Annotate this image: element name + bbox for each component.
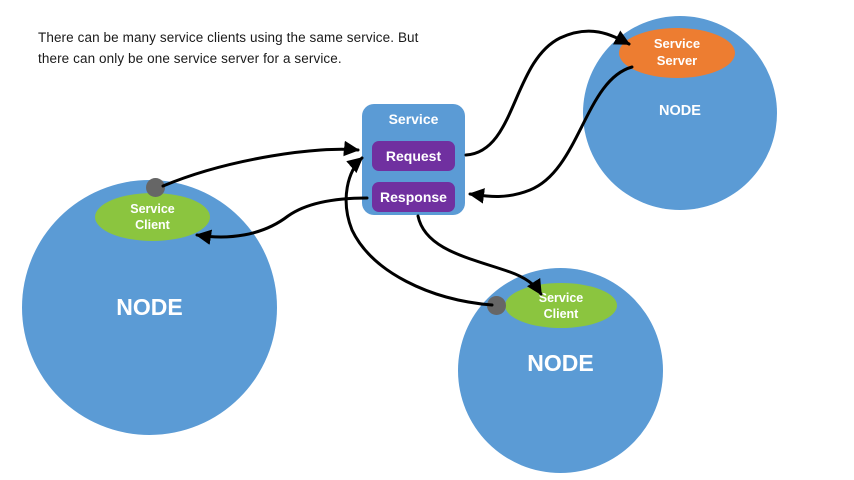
service-server-label-line-1: Service xyxy=(653,36,701,52)
bottom-client-port-dot[interactable] xyxy=(487,296,506,315)
left-service-client-label-line-2: Client xyxy=(135,218,170,232)
service-server-label-line-2: Server xyxy=(656,53,698,68)
bottom-service-client-label-line-1: Service xyxy=(538,290,584,305)
left-client-port-dot[interactable] xyxy=(146,178,165,197)
arrow-left-client-to-request xyxy=(161,140,360,188)
service-title: Service xyxy=(388,111,439,127)
service-server-ellipse[interactable]: Service Server xyxy=(619,28,735,78)
left-client-node-label: NODE xyxy=(116,294,183,320)
server-node-label: NODE xyxy=(659,103,701,119)
bottom-service-client-label-line-2: Client xyxy=(543,306,579,321)
left-service-client-ellipse[interactable]: Service Client xyxy=(95,193,210,241)
caption-line-2: there can only be one service server for… xyxy=(38,50,342,66)
left-service-client-label-line-1: Service xyxy=(130,202,175,216)
bottom-service-client-ellipse[interactable]: Service Client xyxy=(505,283,617,328)
caption-line-1: There can be many service clients using … xyxy=(38,30,419,45)
service-box[interactable]: Service Request Response xyxy=(362,104,465,215)
request-box[interactable]: Request xyxy=(372,141,455,171)
response-box[interactable]: Response xyxy=(372,182,455,212)
caption-text: There can be many service clients using … xyxy=(38,28,458,70)
bottom-client-node-label: NODE xyxy=(527,350,594,376)
